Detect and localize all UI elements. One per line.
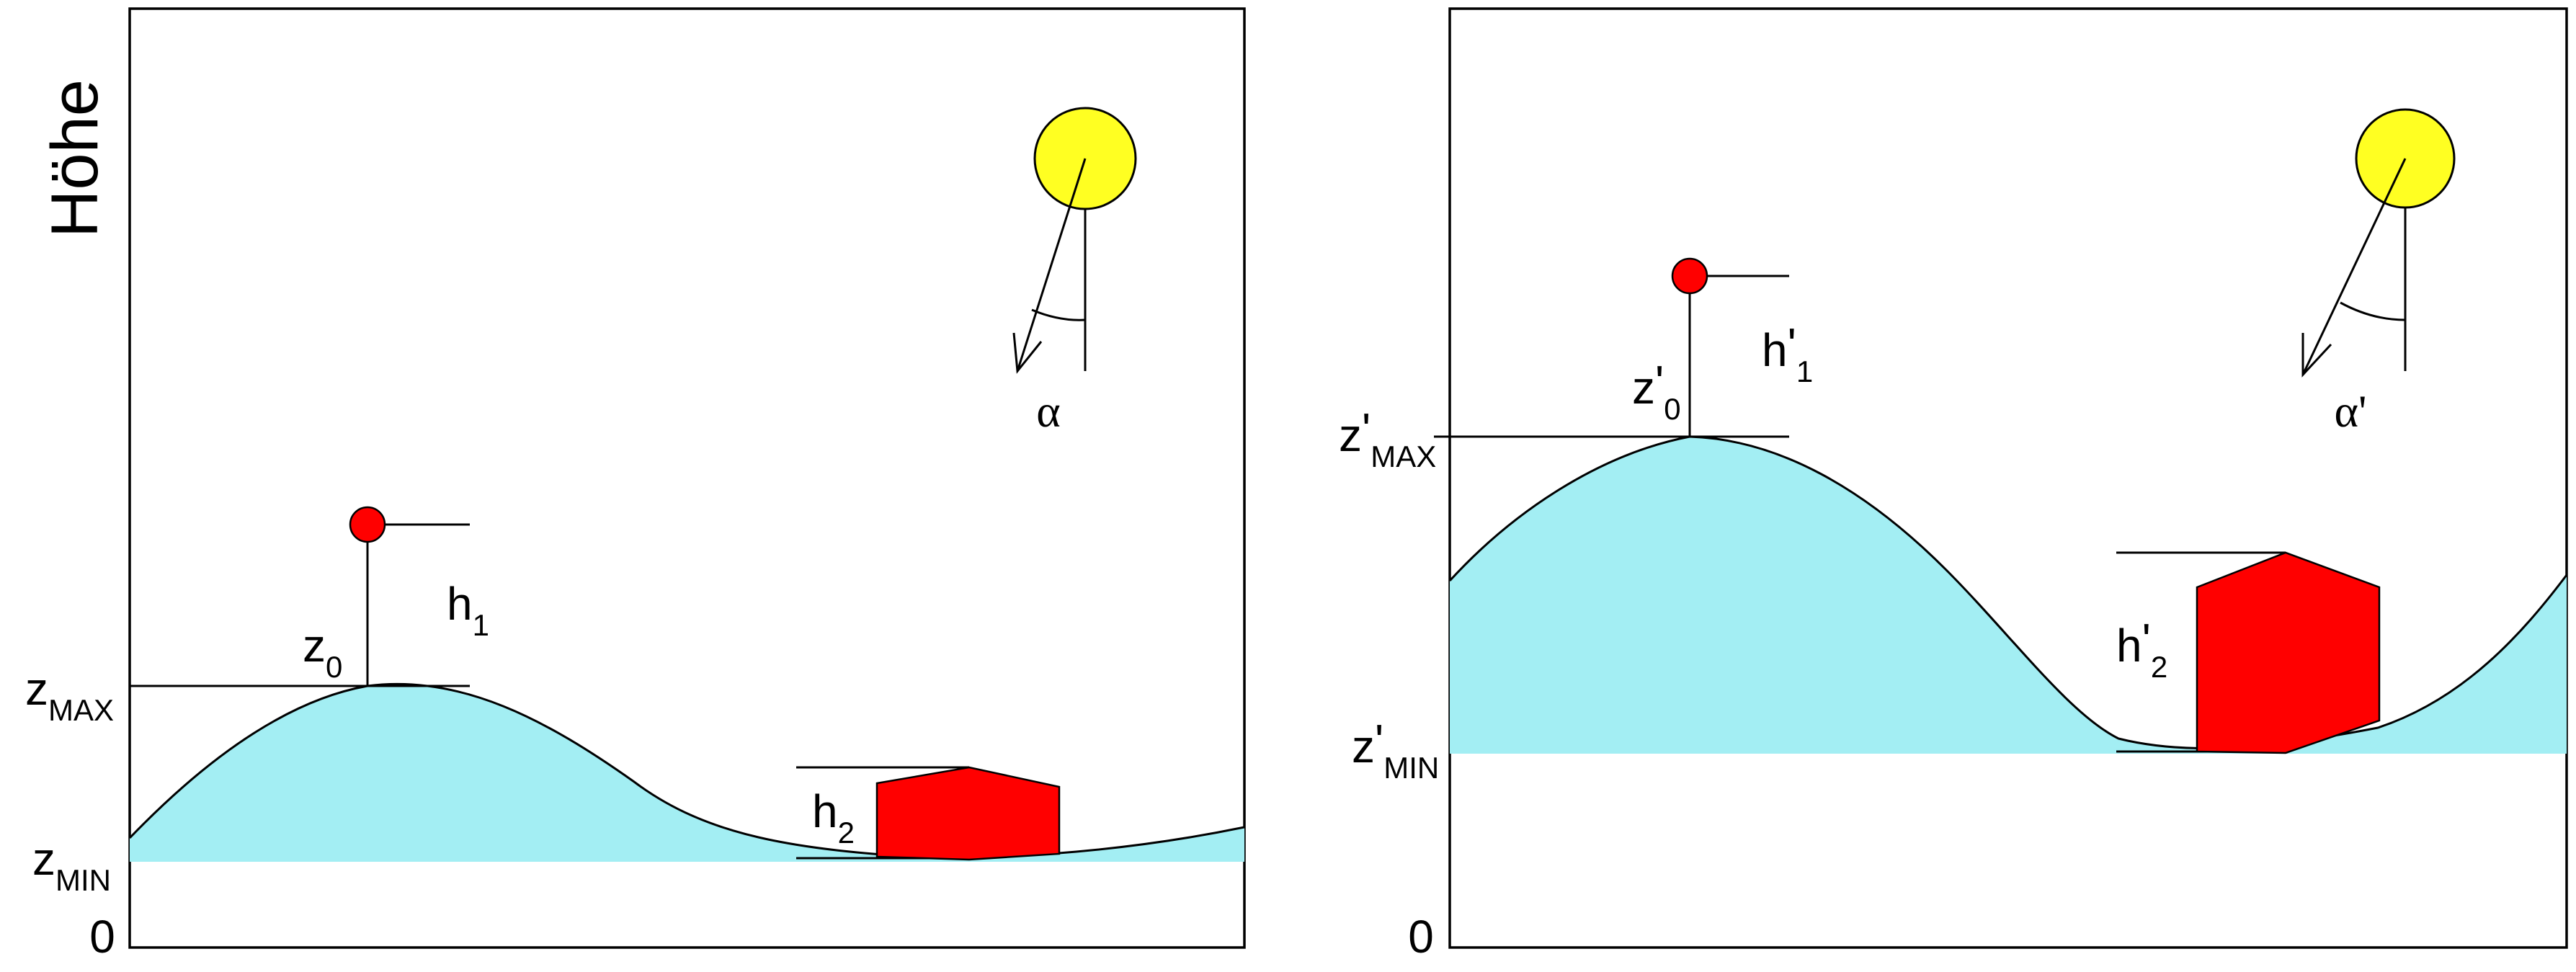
right-sun-group [2301, 108, 2456, 378]
right-h2-label: h'2 [2116, 614, 2167, 684]
left-zmin-label: zMIN [32, 833, 111, 897]
building-icon [2196, 551, 2381, 754]
right-angle-label: α' [2334, 385, 2366, 437]
left-h1-label: h1 [447, 578, 489, 642]
left-terrain [130, 684, 1244, 862]
right-zmax-label: z'MAX [1339, 403, 1436, 473]
observer-point-icon [1671, 257, 1708, 295]
left-panel: α zMAX zMIN z0 h1 h2 [25, 7, 1246, 949]
building-icon [875, 766, 1061, 861]
left-z0-label: z0 [303, 620, 342, 684]
axis-title: Höhe [38, 79, 112, 238]
right-panel: α' z'MAX z'MIN z'0 h'1 h'2 [1339, 7, 2568, 949]
left-angle-label: α [1036, 385, 1061, 437]
left-h2-label: h2 [812, 785, 855, 850]
observer-point-icon [349, 506, 386, 543]
right-origin-label: 0 [1408, 911, 1434, 963]
right-zmin-label: z'MIN [1352, 715, 1439, 785]
right-h1-label: h'1 [1762, 318, 1813, 388]
left-sun-group [1012, 107, 1137, 374]
left-origin-label: 0 [89, 911, 115, 963]
right-z0-label: z'0 [1632, 356, 1681, 426]
left-zmax-label: zMAX [25, 663, 114, 727]
right-terrain [1450, 437, 2567, 754]
right-terrain-profile [1448, 435, 2568, 749]
